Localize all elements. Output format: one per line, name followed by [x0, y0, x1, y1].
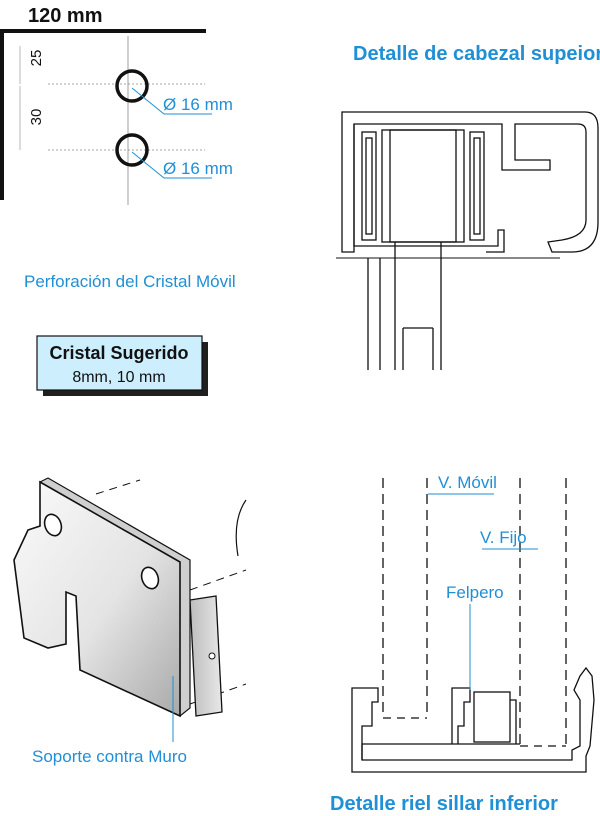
bracket-dash-top	[95, 479, 141, 495]
sill-detail-title: Detalle riel sillar inferior	[330, 793, 558, 815]
weatherstrip-label: Felpero	[446, 583, 504, 602]
left-guide-block	[361, 131, 377, 241]
header-profile-drawing	[336, 111, 599, 370]
suggested-glass-box: Cristal Sugerido 8mm, 10 mm	[36, 335, 208, 396]
header-outer-profile	[341, 111, 599, 253]
sill-channel-floor	[361, 743, 520, 760]
suggested-glass-title: Cristal Sugerido	[49, 343, 188, 363]
drilling-caption: Perforación del Cristal Móvil	[24, 272, 236, 291]
left-guide-slot	[365, 137, 373, 235]
bracket-dash-mid	[189, 569, 247, 591]
box-panel	[36, 335, 203, 391]
roller-inner	[389, 129, 457, 243]
bracket-hole-right	[140, 566, 160, 590]
hole-1-diameter-label: Ø 16 mm	[163, 95, 233, 114]
weatherstrip-block	[473, 691, 511, 743]
width-dimension-label: 120 mm	[28, 5, 103, 27]
right-guide-block	[469, 131, 485, 241]
bracket-plate-face	[13, 480, 181, 718]
bracket-back-arc	[235, 499, 247, 557]
offset-dimension-value: 25	[28, 50, 45, 67]
glass-corner-edge	[0, 29, 206, 200]
roller-housing	[381, 129, 465, 243]
hole-2-diameter-label: Ø 16 mm	[163, 159, 233, 178]
sill-center-fin	[451, 687, 471, 744]
sill-right-lip	[510, 699, 517, 744]
wall-bracket-drawing	[13, 477, 247, 742]
sill-rail-body	[351, 666, 595, 773]
bracket-side-screw	[208, 652, 216, 660]
suggested-glass-value: 8mm, 10 mm	[72, 369, 165, 386]
bracket-caption: Soporte contra Muro	[32, 747, 187, 766]
sill-annotations: V. Móvil V. Fijo Felpero	[428, 473, 538, 690]
hole-2	[115, 133, 149, 167]
fixed-panel-label: V. Fijo	[480, 528, 527, 547]
hole-1	[115, 69, 149, 103]
hole-1-leader	[131, 87, 212, 115]
moving-panel-label: V. Móvil	[438, 473, 497, 492]
sill-profile-drawing	[351, 478, 595, 773]
drilling-diagram: 120 mm 25 30 Ø 16 mm Ø 16 mm	[0, 5, 233, 205]
right-guide-slot	[473, 137, 481, 235]
bracket-hole-left	[43, 513, 63, 537]
bracket-side-rail	[189, 595, 223, 717]
header-detail-title: Detalle de cabezal supeior	[353, 43, 600, 65]
spacing-dimension-value: 30	[28, 109, 45, 126]
hole-2-leader	[131, 151, 212, 179]
header-inner-wall	[353, 124, 505, 253]
